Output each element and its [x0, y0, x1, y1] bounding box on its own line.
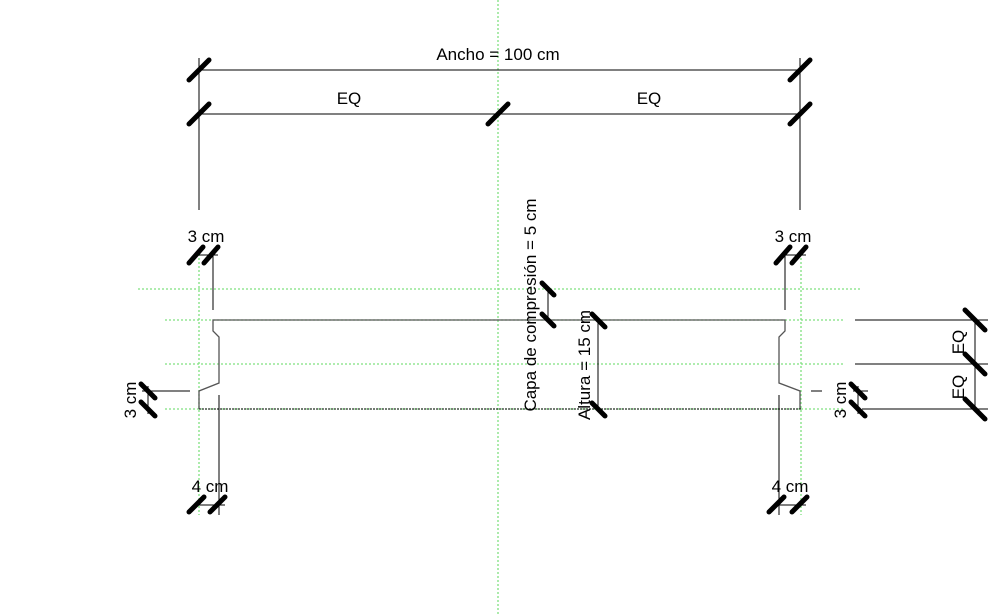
right-step-dimension[interactable]: 3 cm: [811, 381, 868, 419]
compression-layer-label: Capa de compresión = 5 cm: [521, 198, 540, 411]
bottom-left-web-dimension[interactable]: 4 cm: [186, 395, 229, 515]
eq-vertical-top-label: EQ: [949, 330, 968, 355]
bottom-right-web-dimension[interactable]: 4 cm: [766, 395, 810, 515]
top-left-flange-dimension[interactable]: 3 cm: [186, 227, 225, 310]
bottom-right-web-label: 4 cm: [772, 477, 809, 496]
compression-layer-dimension[interactable]: Capa de compresión = 5 cm: [521, 198, 557, 412]
height-dimension[interactable]: Altura = 15 cm: [575, 310, 608, 420]
width-dimension[interactable]: Ancho = 100 cm: [186, 45, 813, 210]
top-left-flange-label: 3 cm: [188, 227, 225, 246]
reference-planes[interactable]: [138, 0, 860, 615]
top-right-flange-label: 3 cm: [775, 227, 812, 246]
width-label: Ancho = 100 cm: [436, 45, 559, 64]
top-right-flange-dimension[interactable]: 3 cm: [773, 227, 812, 310]
left-step-dimension[interactable]: 3 cm: [121, 381, 190, 419]
eq-right-label: EQ: [637, 89, 662, 108]
eq-vertical-bottom-label: EQ: [949, 375, 968, 400]
eq-horizontal-dimension[interactable]: EQ EQ: [186, 89, 813, 127]
eq-left-label: EQ: [337, 89, 362, 108]
slab-profile[interactable]: [198, 319, 801, 410]
bottom-left-web-label: 4 cm: [192, 477, 229, 496]
right-step-label: 3 cm: [831, 382, 850, 419]
eq-vertical-dimension[interactable]: EQ EQ: [855, 307, 988, 422]
left-step-label: 3 cm: [121, 382, 140, 419]
height-label: Altura = 15 cm: [575, 310, 594, 420]
